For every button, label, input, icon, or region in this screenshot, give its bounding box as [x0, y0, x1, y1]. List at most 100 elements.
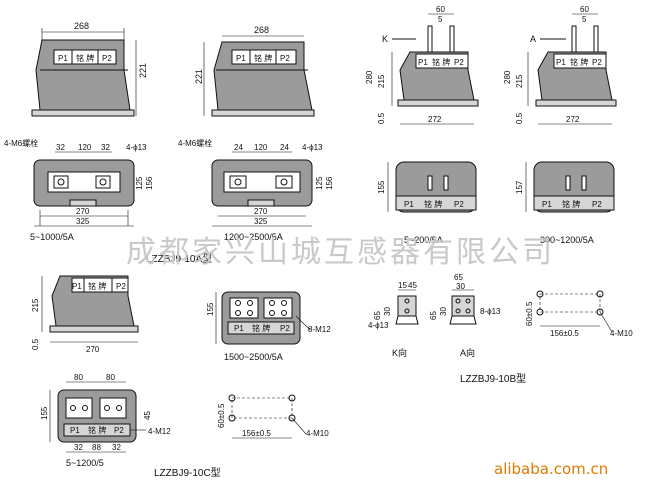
f-height: 155 — [206, 302, 215, 316]
drawing-d-front: 60 5 A 280 215 0.5 272 P1 铭 牌 P2 — [503, 5, 617, 125]
g-k-h2: 30 — [383, 307, 392, 316]
drawing-b-top: 4-M6螺栓 24 120 24 4-ϕ13 125 156 270 325 1… — [178, 138, 334, 242]
a-d2: 120 — [78, 143, 92, 152]
drawing-g: 15 45 65 30 4-ϕ13 K向 65 30 65 30 8-ϕ13 A… — [368, 273, 501, 358]
b-p2: P2 — [280, 54, 290, 63]
drawing-c-side: 155 P1 铭 牌 P2 5~200/5A — [377, 161, 477, 245]
i-p2: P2 — [114, 426, 124, 435]
c-h2: 215 — [377, 74, 386, 88]
a-s2: 156 — [145, 176, 154, 190]
g-a-dir: A向 — [460, 347, 475, 358]
a-p2: P2 — [102, 54, 112, 63]
g-a-w2: 30 — [456, 282, 465, 291]
d-side-p2: P2 — [592, 200, 602, 209]
d-p1: P1 — [556, 58, 566, 67]
b-s2: 156 — [325, 176, 334, 190]
i-height: 155 — [40, 406, 49, 420]
b-d2: 120 — [254, 143, 268, 152]
b-d3: 24 — [280, 143, 289, 152]
i-bolt: 4-M12 — [148, 427, 171, 436]
drawing-i: 80 80 155 45 4-M12 P1 铭 牌 P2 32 88 32 5~… — [40, 373, 171, 468]
i-rating: 5~1200/5 — [66, 458, 104, 468]
a-d3: 32 — [101, 143, 110, 152]
drawing-j: 60±0.5 156±0.5 4-M10 — [217, 394, 329, 439]
e-height: 215 — [31, 298, 40, 312]
g-k-hole: 4-ϕ13 — [368, 321, 389, 330]
drawing-d-side: 157 P1 铭 牌 P2 300~1200/5A — [515, 161, 615, 245]
c-p1: P1 — [418, 58, 428, 67]
c-rating: 5~200/5A — [404, 235, 443, 245]
j-hdim: 156±0.5 — [242, 429, 271, 438]
i-nameplate: 铭 牌 — [88, 425, 106, 435]
drawing-f: 155 8-M12 P1 铭 牌 P2 1500~2500/5A — [206, 291, 331, 362]
d-h1: 280 — [503, 70, 512, 84]
c-side: 155 — [377, 180, 386, 194]
f-nameplate: 铭 牌 — [252, 323, 270, 333]
h-v: 60±0.5 — [525, 301, 534, 326]
a-p1: P1 — [58, 54, 68, 63]
c-side-p1: P1 — [404, 200, 414, 209]
drawing-a-front: 268 221 P1 铭 牌 P2 — [31, 21, 148, 117]
a-d1: 32 — [56, 143, 65, 152]
d-side: 157 — [515, 180, 524, 194]
d-side-nameplate: 铭 牌 — [562, 199, 580, 209]
e-bot: 0.5 — [31, 338, 40, 350]
a-height: 221 — [138, 63, 148, 78]
a-rating: 5~1000/5A — [30, 232, 74, 242]
d-a: A — [530, 34, 536, 44]
i-g: 45 — [143, 411, 152, 420]
j-v: 60±0.5 — [217, 403, 226, 428]
d-side-p1: P1 — [542, 200, 552, 209]
a-hole: 4-ϕ13 — [126, 143, 147, 152]
b-base2: 325 — [254, 217, 268, 226]
e-nameplate: 铭 牌 — [88, 281, 106, 291]
g-k-h1: 65 — [373, 311, 382, 320]
d-nameplate: 铭 牌 — [570, 57, 588, 67]
model-c-caption: LZZBJ9-10C型 — [154, 466, 221, 479]
i-b2: 88 — [92, 443, 101, 452]
drawing-a-top: 4-M6螺栓 32 120 32 4-ϕ13 125 156 270 325 5… — [4, 138, 154, 242]
a-s1: 125 — [135, 176, 144, 190]
g-k-dir: K向 — [392, 347, 407, 358]
b-height: 221 — [194, 69, 204, 84]
g-a-hole: 8-ϕ13 — [480, 307, 501, 316]
b-s1: 125 — [315, 176, 324, 190]
c-h1: 280 — [365, 70, 374, 84]
f-p2: P2 — [280, 324, 290, 333]
d-p2: P2 — [592, 58, 602, 67]
e-p1: P1 — [72, 282, 82, 291]
d-rating: 300~1200/5A — [540, 235, 594, 245]
company-watermark: 成都家兴山城互感器有限公司 — [126, 235, 555, 270]
drawing-e: 215 0.5 270 P1 铭 牌 P2 — [31, 275, 139, 354]
c-width: 272 — [428, 115, 442, 124]
e-p2: P2 — [116, 282, 126, 291]
b-width: 268 — [254, 25, 269, 35]
d-h2: 215 — [515, 74, 524, 88]
b-p1: P1 — [236, 54, 246, 63]
c-nameplate: 铭 牌 — [432, 57, 450, 67]
b-rating: 1200~2500/5A — [224, 232, 283, 242]
i-w2: 80 — [106, 373, 115, 382]
h-hdim: 156±0.5 — [550, 329, 579, 338]
a-base2: 325 — [76, 217, 90, 226]
drawing-h: 60±0.5 156±0.5 4-M10 — [525, 290, 633, 338]
drawing-b-front: 268 221 P1 铭 牌 P2 — [194, 25, 315, 117]
h-bolt: 4-M10 — [610, 329, 633, 338]
g-a-w1: 65 — [454, 273, 463, 282]
e-width: 270 — [86, 345, 100, 354]
g-a-h2: 30 — [439, 307, 448, 316]
c-d1: 60 — [436, 5, 445, 14]
model-a-caption: LZZBJ9-10A型 — [146, 252, 212, 265]
g-k-w1: 15 — [398, 281, 407, 290]
a-nameplate: 铭 牌 — [76, 53, 94, 63]
f-p1: P1 — [234, 324, 244, 333]
alibaba-brand: alibaba.com.cn — [494, 460, 608, 478]
d-bot: 0.5 — [515, 112, 524, 124]
c-d2: 5 — [438, 15, 443, 24]
g-a-h1: 65 — [429, 311, 438, 320]
f-bolt: 8-M12 — [308, 325, 331, 334]
c-bot: 0.5 — [377, 112, 386, 124]
model-b-caption: LZZBJ9-10B型 — [460, 372, 526, 385]
g-k-w2: 45 — [408, 281, 417, 290]
